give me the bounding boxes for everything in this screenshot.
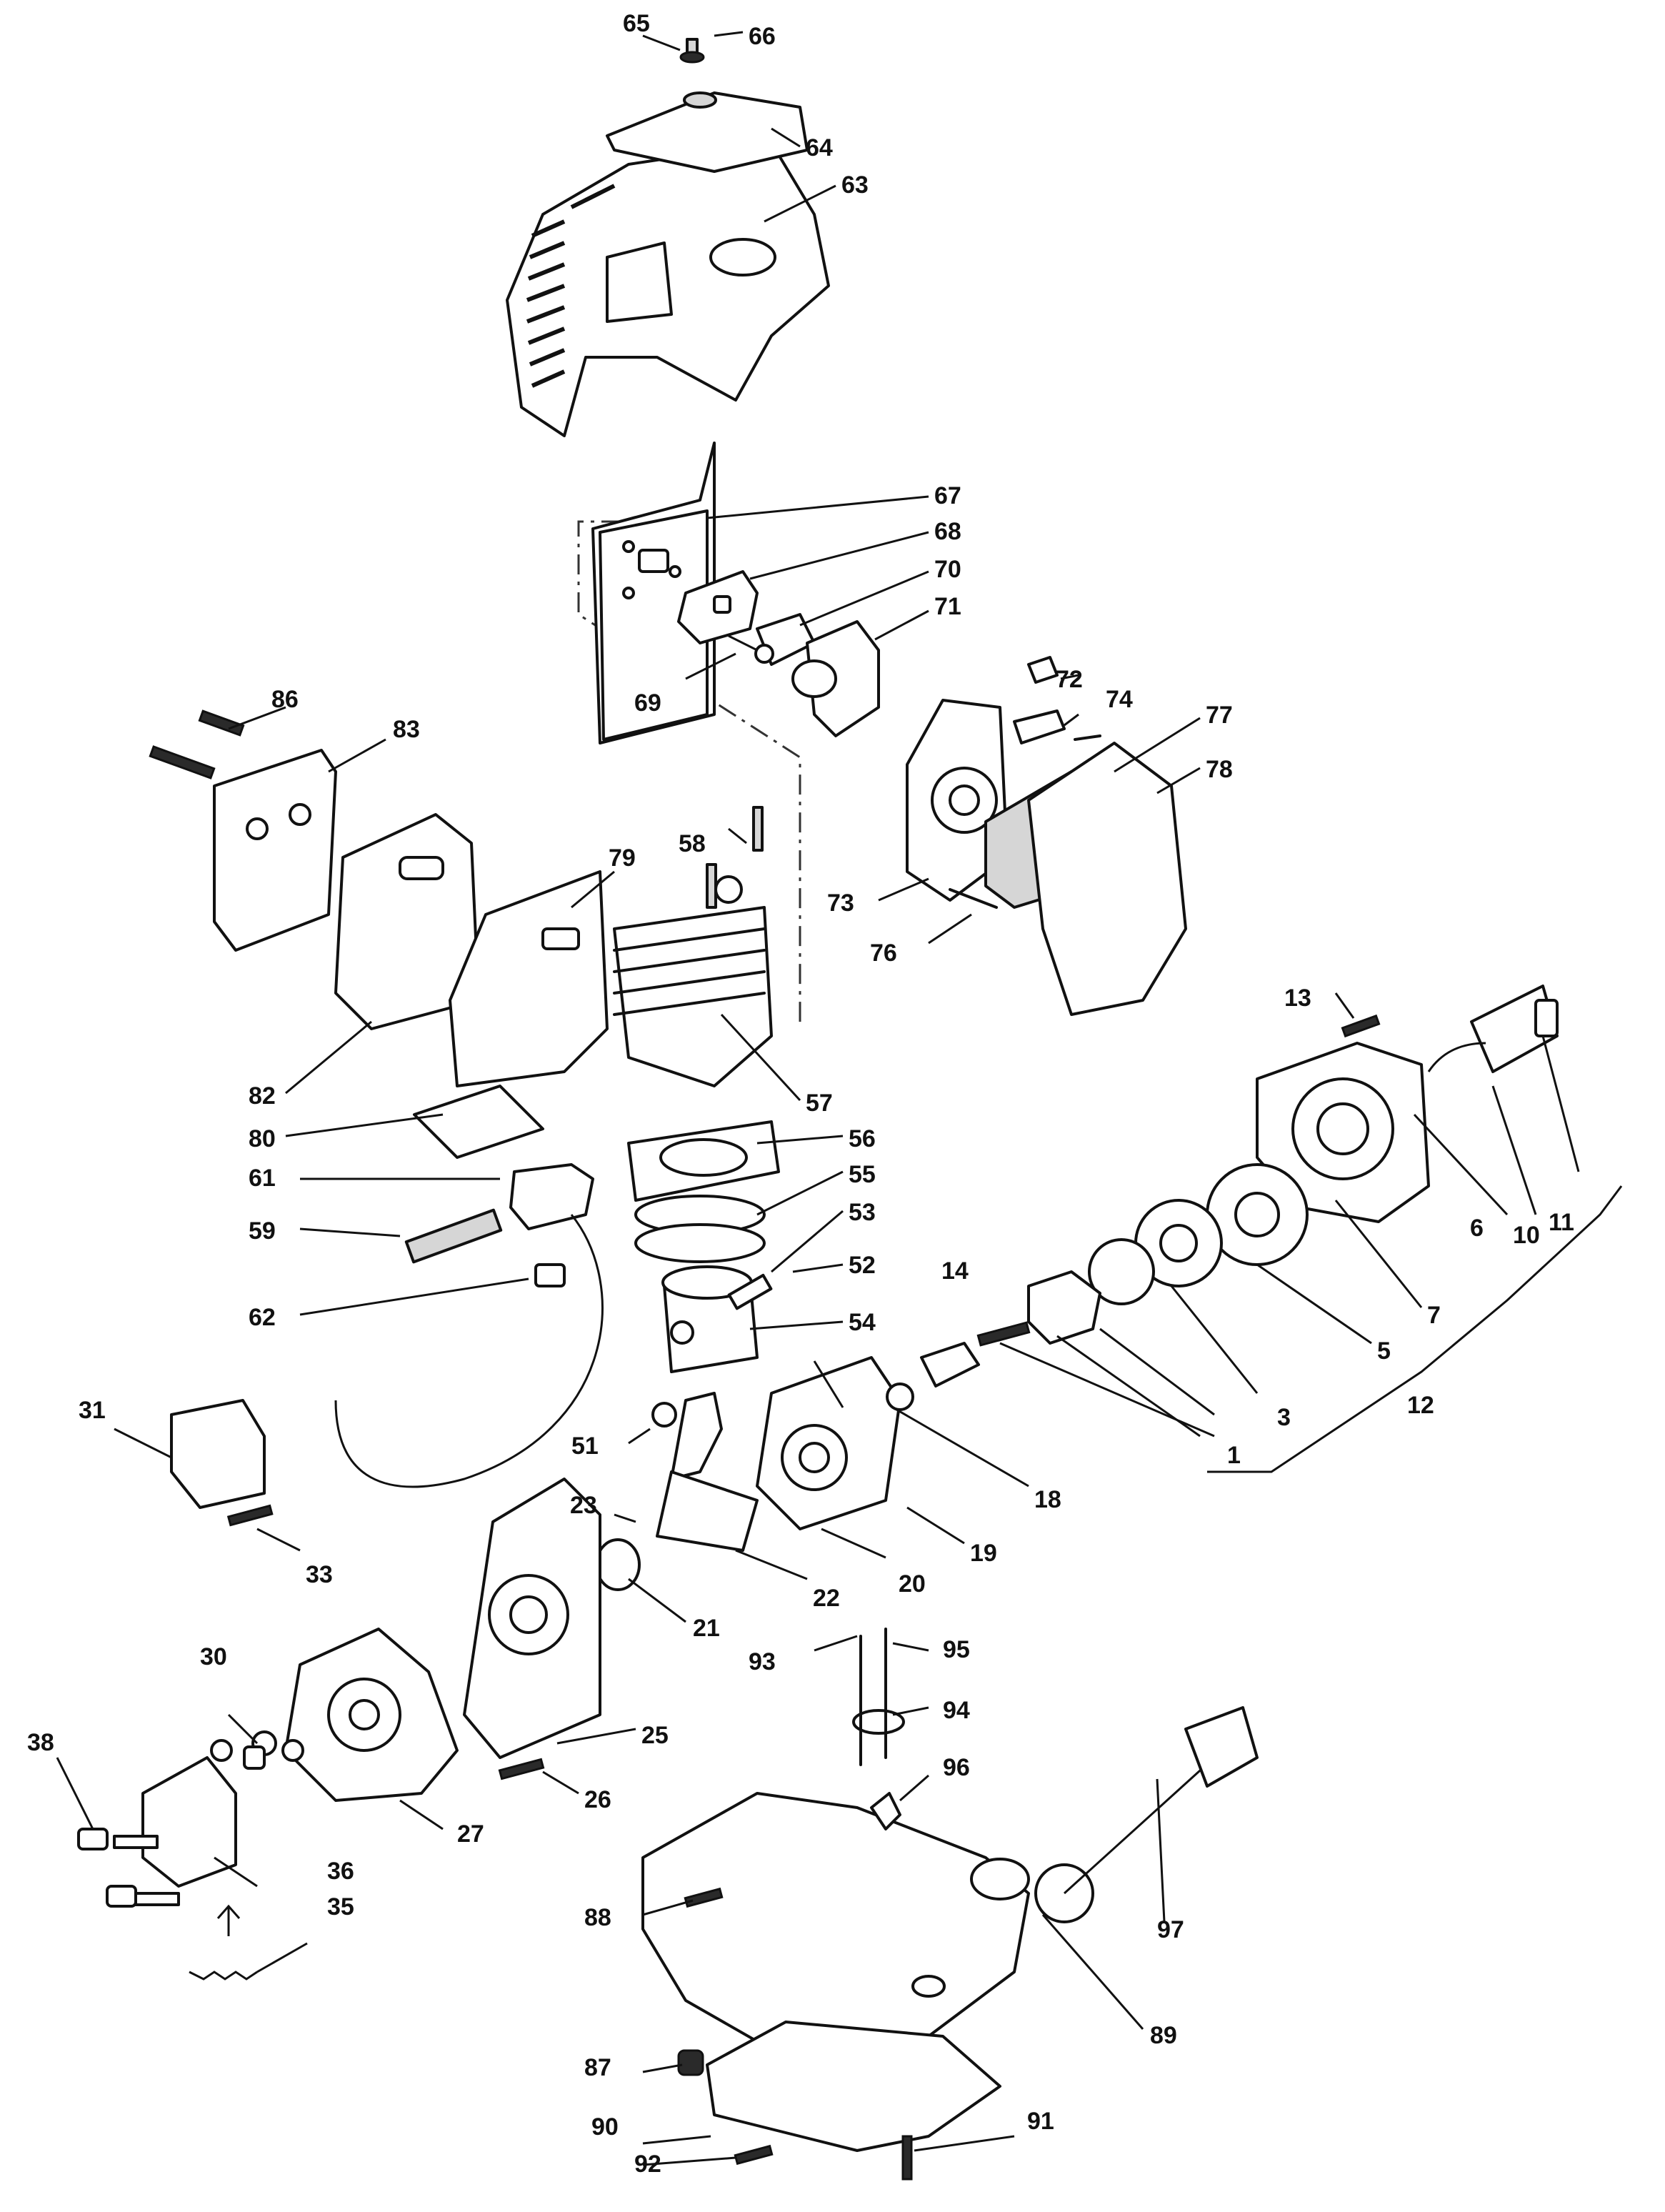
- callout-31: 31: [79, 1397, 106, 1424]
- callout-55: 55: [849, 1161, 876, 1188]
- callout-67: 67: [934, 482, 961, 509]
- callout-3: 3: [1277, 1404, 1291, 1431]
- callout-36: 36: [327, 1858, 354, 1885]
- callout-66: 66: [749, 23, 776, 50]
- carburetor-group: [591, 442, 929, 744]
- callout-68: 68: [934, 518, 961, 545]
- callout-25: 25: [641, 1722, 669, 1749]
- callout-10: 10: [1513, 1222, 1540, 1249]
- callout-78: 78: [1206, 756, 1233, 783]
- callout-90: 90: [591, 2113, 619, 2141]
- callout-12: 12: [1407, 1392, 1434, 1419]
- callout-27: 27: [457, 1820, 484, 1848]
- flywheel-clutch-group: [56, 1628, 459, 1981]
- callout-52: 52: [849, 1252, 876, 1279]
- callout-1: 1: [1227, 1442, 1241, 1469]
- callout-26: 26: [584, 1786, 611, 1813]
- piston-group: [627, 1120, 844, 1373]
- callout-88: 88: [584, 1904, 611, 1931]
- callout-35: 35: [327, 1893, 354, 1920]
- callout-83: 83: [393, 716, 420, 743]
- callout-6: 6: [1470, 1215, 1484, 1242]
- callout-58: 58: [679, 830, 706, 857]
- callout-18: 18: [1034, 1486, 1061, 1513]
- callout-76: 76: [870, 940, 897, 967]
- callout-51: 51: [571, 1433, 599, 1460]
- callout-22: 22: [813, 1585, 840, 1612]
- callout-labels: 65 66 64 63 67 68 70 71 69 72 74 77 78 7…: [27, 10, 1574, 2178]
- callout-77: 77: [1206, 702, 1233, 729]
- callout-94: 94: [943, 1697, 970, 1724]
- callout-65: 65: [623, 10, 650, 37]
- ignition-group: [114, 1163, 604, 1552]
- callout-74: 74: [1106, 686, 1133, 713]
- assembly-dash-outline: [577, 520, 801, 1029]
- callout-21: 21: [693, 1615, 720, 1642]
- fuel-tank-group: [641, 1628, 1259, 2181]
- muffler-group: [149, 706, 615, 1159]
- callout-95: 95: [943, 1636, 970, 1663]
- callout-92: 92: [634, 2151, 661, 2178]
- callout-20: 20: [899, 1570, 926, 1598]
- callout-86: 86: [271, 686, 299, 713]
- callout-63: 63: [841, 171, 869, 199]
- callout-30: 30: [200, 1643, 227, 1670]
- callout-93: 93: [749, 1648, 776, 1675]
- callout-64: 64: [806, 134, 833, 161]
- callout-87: 87: [584, 2054, 611, 2081]
- callout-13: 13: [1284, 985, 1311, 1012]
- callout-89: 89: [1150, 2022, 1177, 2049]
- callout-97: 97: [1157, 1916, 1184, 1943]
- callout-79: 79: [609, 845, 636, 872]
- callout-59: 59: [249, 1217, 276, 1245]
- callout-5: 5: [1377, 1337, 1391, 1365]
- callout-82: 82: [249, 1082, 276, 1110]
- callout-57: 57: [806, 1090, 833, 1117]
- callout-23: 23: [570, 1492, 597, 1519]
- callout-70: 70: [934, 556, 961, 583]
- top-cover-assembly: [506, 31, 836, 437]
- callout-33: 33: [306, 1561, 333, 1588]
- callout-96: 96: [943, 1754, 970, 1781]
- callout-53: 53: [849, 1199, 876, 1226]
- callout-14: 14: [941, 1257, 969, 1285]
- callout-11: 11: [1549, 1209, 1574, 1236]
- air-filter-group: [878, 656, 1201, 1016]
- callout-7: 7: [1427, 1302, 1441, 1329]
- callout-61: 61: [249, 1165, 276, 1192]
- callout-73: 73: [827, 890, 854, 917]
- callout-54: 54: [849, 1309, 876, 1336]
- callout-56: 56: [849, 1125, 876, 1152]
- callout-71: 71: [934, 593, 961, 620]
- cylinder-group: [613, 806, 801, 1102]
- callout-91: 91: [1027, 2108, 1054, 2135]
- callout-69: 69: [634, 689, 661, 717]
- crankcase-group: [463, 1342, 1029, 1795]
- callout-80: 80: [249, 1125, 276, 1152]
- callout-38: 38: [27, 1729, 54, 1756]
- callout-19: 19: [970, 1540, 997, 1567]
- callout-62: 62: [249, 1304, 276, 1331]
- callout-72: 72: [1056, 666, 1083, 693]
- recoil-starter-group: [976, 985, 1623, 1473]
